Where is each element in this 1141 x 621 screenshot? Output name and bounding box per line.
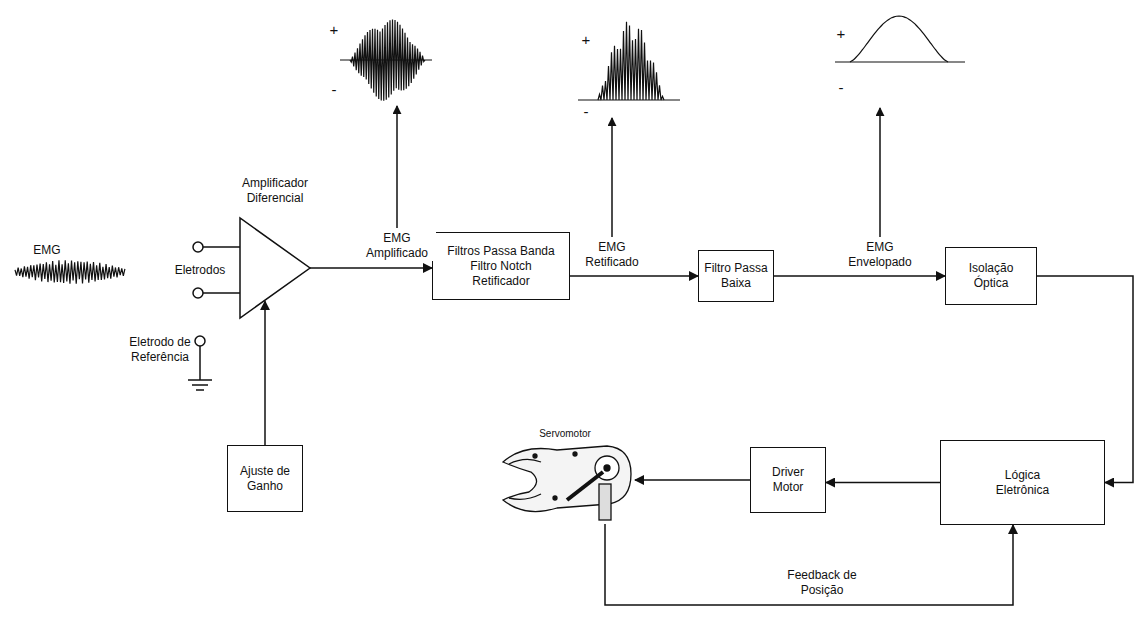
envelope-waveform <box>850 16 948 62</box>
position-sensor <box>599 484 611 520</box>
signal-connector <box>264 301 266 445</box>
box-label: Driver Motor <box>762 465 814 495</box>
polarity-sign: - <box>584 103 589 122</box>
signal-label: EMG Retificado <box>573 240 651 270</box>
screw <box>573 452 577 456</box>
servo-rod <box>567 472 603 500</box>
electrode-terminal <box>193 242 203 252</box>
rectified-waveform <box>598 22 664 100</box>
electrode-wire <box>203 246 240 248</box>
electrode-label: Eletrodos <box>175 263 226 278</box>
polarity-sign: + <box>837 25 846 44</box>
process-box: Ajuste de Ganho <box>227 445 303 512</box>
screw <box>533 454 537 458</box>
signal-connector <box>635 479 750 481</box>
polarity-sign: + <box>582 31 591 50</box>
process-box: Filtros Passa Banda Filtro Notch Retific… <box>432 232 570 300</box>
probe-arrow <box>396 106 398 228</box>
probe-arrow <box>879 108 881 237</box>
reference-terminal <box>195 336 205 346</box>
process-box: Filtro Passa Baixa <box>698 250 774 302</box>
polarity-sign: - <box>332 81 337 100</box>
ground-symbol <box>196 389 204 391</box>
process-box: Isolação Óptica <box>945 247 1037 305</box>
figure-title: Servomotor <box>495 428 635 441</box>
signal-label: Feedback de Posição <box>783 568 861 598</box>
box-label: Filtros Passa Banda Filtro Notch Retific… <box>445 244 557 289</box>
ground-symbol <box>188 379 212 381</box>
process-box: Driver Motor <box>750 447 826 513</box>
signal-connector <box>774 275 945 277</box>
screw <box>553 496 557 500</box>
ground-symbol <box>192 384 208 386</box>
signal-connector <box>310 267 432 269</box>
plot-axis <box>578 99 680 100</box>
gripper-outline <box>503 446 631 512</box>
signal-label: EMG Amplificado <box>358 231 436 261</box>
signal-label: EMG Envelopado <box>841 240 919 270</box>
box-label: Ajuste de Ganho <box>235 464 295 494</box>
polarity-sign: + <box>330 21 339 40</box>
ground-wire <box>199 346 201 380</box>
signal-connector <box>605 524 1013 605</box>
emg-waveform <box>15 260 125 284</box>
electrode-label: Eletrodo de Referência <box>126 335 194 365</box>
box-label: Lógica Eletrônica <box>983 468 1063 498</box>
electrode-wire <box>203 292 240 294</box>
polarity-sign: - <box>839 79 844 98</box>
signal-connector <box>826 482 940 484</box>
probe-arrow <box>611 118 613 237</box>
servo-axis <box>604 465 610 471</box>
signal-connector <box>570 275 698 277</box>
amplifier-label: Amplificador Diferencial <box>225 176 325 206</box>
box-label: Filtro Passa Baixa <box>703 261 769 291</box>
servomotor-figure: Servomotor <box>495 428 635 524</box>
servomotor-drawing <box>495 428 635 524</box>
box-label: Isolação Óptica <box>960 261 1022 291</box>
amplified-waveform <box>350 20 425 101</box>
process-box: Lógica Eletrônica <box>940 440 1105 525</box>
plot-axis <box>835 61 965 62</box>
electrode-terminal <box>193 288 203 298</box>
signal-label: EMG <box>33 243 60 258</box>
gripper-jaw <box>509 459 541 499</box>
amplifier-triangle <box>240 218 310 318</box>
amplifier-triangle: Amplificador Diferencial <box>225 176 325 320</box>
